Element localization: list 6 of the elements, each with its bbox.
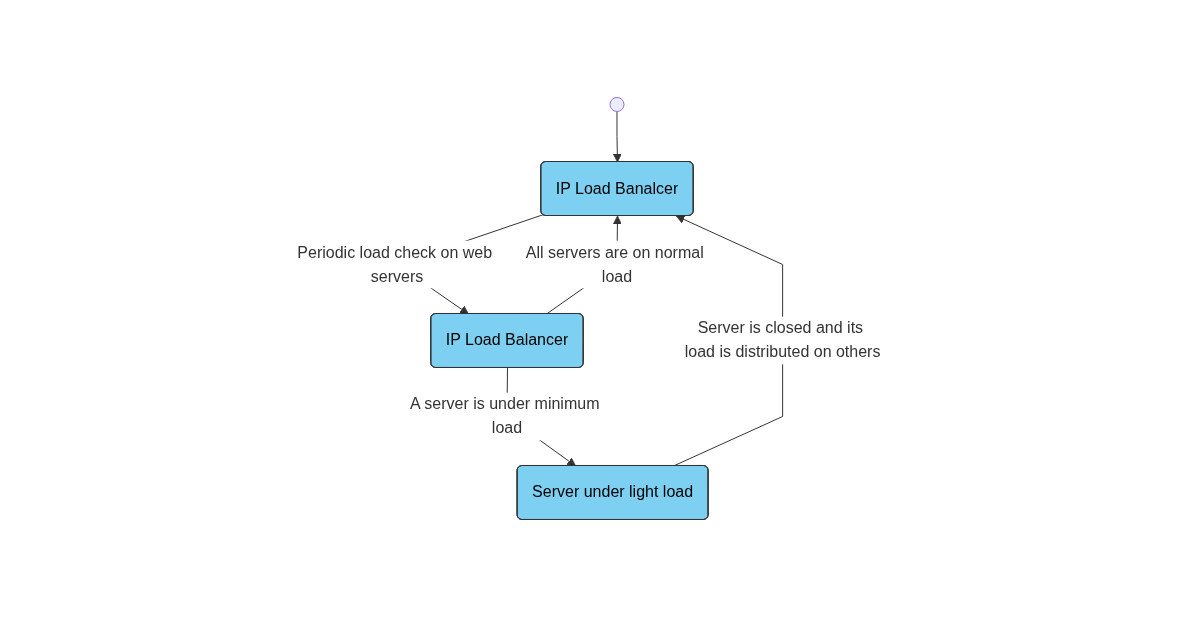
node-circle [609, 97, 625, 112]
edge-label: All servers are on normal load [525, 243, 704, 285]
edge-label: Periodic load check on web servers [297, 243, 492, 285]
arrow [612, 111, 622, 163]
edge-label: A server is under minimum load [409, 395, 600, 437]
edge-label: Server is closed and its load is distributed on others [684, 319, 881, 361]
